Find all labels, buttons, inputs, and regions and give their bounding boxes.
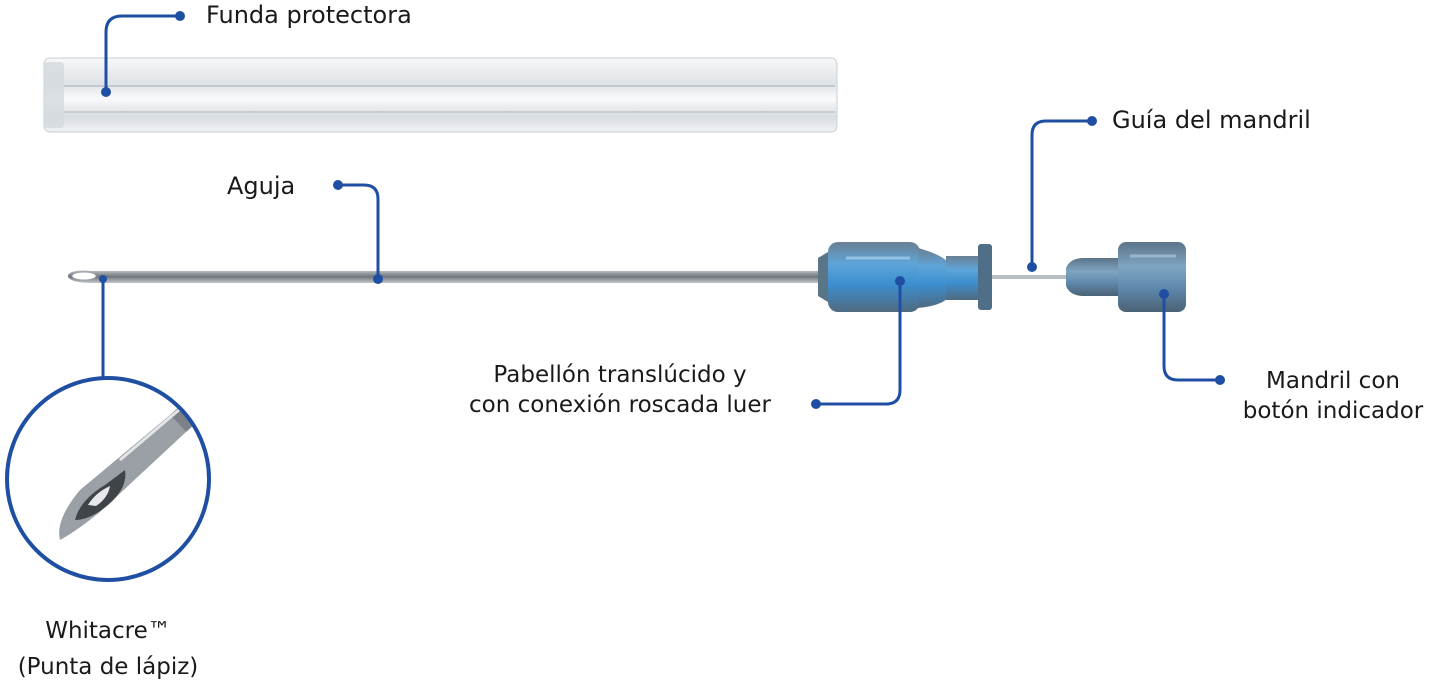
dot-tip — [99, 275, 107, 283]
label-stylet-line1: Mandril con — [1266, 368, 1400, 394]
callout-stylet-guide — [1030, 119, 1092, 267]
label-tip-line1: Whitacre™ — [45, 618, 171, 644]
dot-sheath-label — [175, 11, 185, 21]
needle-shaft — [68, 270, 822, 283]
dot-stylet — [1159, 289, 1169, 299]
dot-needle — [373, 274, 383, 284]
label-tip: Whitacre™ (Punta de lápiz) — [0, 616, 216, 682]
label-hub-line1: Pabellón translúcido y — [493, 362, 747, 388]
label-tip-line2: (Punta de lápiz) — [17, 654, 199, 680]
dot-sheath — [101, 87, 111, 97]
callout-stylet — [1162, 294, 1220, 382]
dot-needle-label — [333, 180, 343, 190]
label-needle: Aguja — [227, 172, 296, 200]
dot-hub — [895, 276, 905, 286]
protective-sheath — [43, 57, 838, 133]
dot-stylet-label — [1215, 375, 1225, 385]
label-hub-line2: con conexión roscada luer — [469, 392, 771, 418]
stylet-cap — [1066, 242, 1186, 312]
dot-guide — [1027, 262, 1037, 272]
label-stylet-line2: botón indicador — [1242, 398, 1424, 424]
callout-dots — [99, 11, 1225, 409]
dot-hub-label — [811, 399, 821, 409]
tip-magnifier — [5, 376, 211, 582]
callout-hub — [816, 281, 902, 406]
callout-lines — [101, 14, 1220, 406]
label-stylet: Mandril con botón indicador — [1218, 366, 1448, 426]
callout-sheath — [104, 14, 180, 92]
label-stylet-guide: Guía del mandril — [1112, 106, 1311, 134]
label-sheath: Funda protectora — [206, 1, 412, 29]
needle-hub — [818, 242, 992, 312]
label-hub: Pabellón translúcido y con conexión rosc… — [430, 360, 810, 420]
dot-guide-label — [1087, 116, 1097, 126]
callout-needle — [338, 183, 380, 279]
